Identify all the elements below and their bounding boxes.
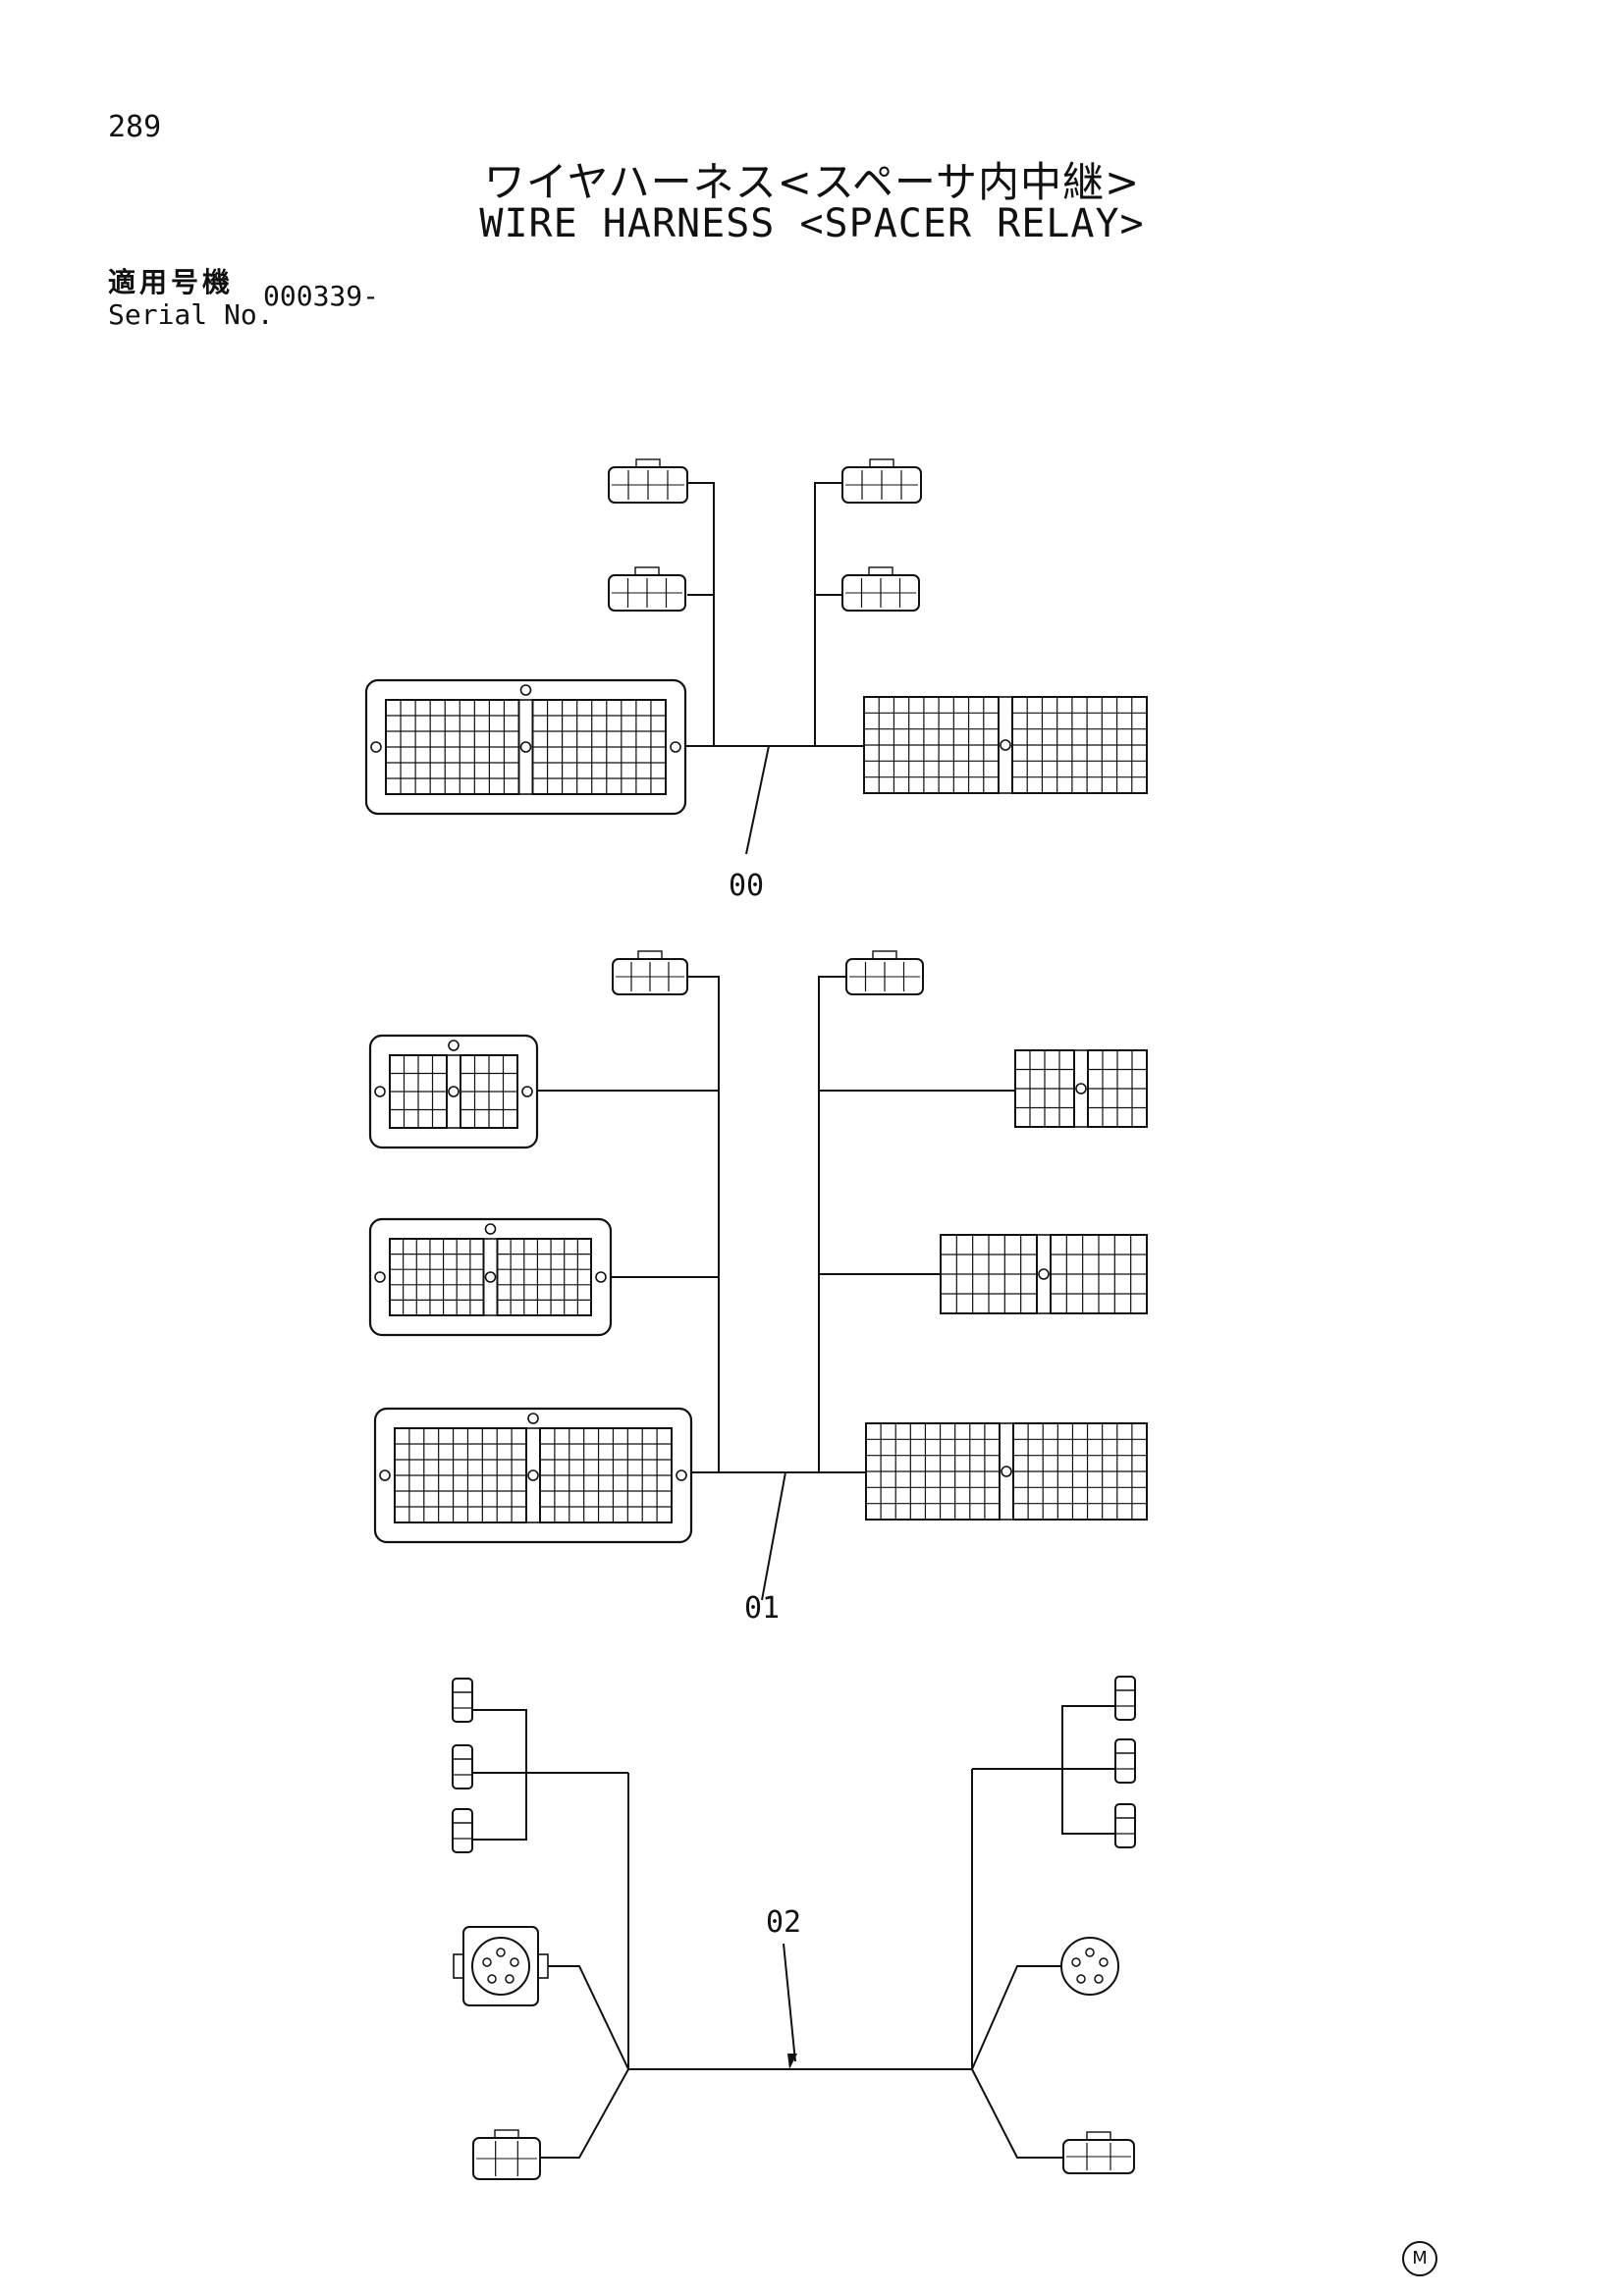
harness-00-right-branch: [814, 482, 842, 746]
harness-01-left-branch: [687, 976, 720, 1472]
harness-01-right-branch: [818, 976, 846, 1472]
framed-multi-pin-connector: [368, 1034, 539, 1149]
wire: [548, 1965, 629, 2070]
small-connector: [608, 566, 686, 612]
wire: [971, 2068, 1063, 2159]
round-connector: [1060, 1937, 1119, 1996]
arrowhead-icon: [787, 2054, 797, 2069]
callout-leader-00: [745, 745, 770, 855]
multi-pin-connector: [1014, 1049, 1148, 1128]
multi-pin-connector: [940, 1234, 1148, 1314]
side-connector: [1114, 1676, 1136, 1721]
small-connector: [845, 950, 924, 995]
small-connector: [841, 458, 922, 504]
callout-label-00: 00: [729, 869, 764, 903]
serial-label-english: Serial No.: [108, 298, 274, 331]
wire: [540, 2068, 629, 2159]
framed-multi-pin-connector: [368, 1217, 613, 1337]
small-connector: [841, 566, 920, 612]
side-connector: [452, 1808, 473, 1853]
multi-pin-connector: [865, 1422, 1148, 1521]
small-connector: [612, 950, 688, 995]
serial-label-japanese: 適用号機: [108, 266, 235, 298]
side-connector: [1114, 1738, 1136, 1784]
wire: [971, 1965, 1060, 2070]
serial-number-value: 000339-: [263, 280, 380, 312]
small-connector: [472, 2129, 541, 2180]
harness-parts: [364, 458, 1148, 2180]
page-number: 289: [108, 110, 162, 144]
callout-label-02: 02: [766, 1905, 801, 1940]
callout-leader-01: [761, 1471, 786, 1601]
side-connector: [452, 1744, 473, 1789]
side-connector: [1114, 1803, 1136, 1848]
harness-02-left-cluster: [472, 1709, 527, 1841]
framed-multi-pin-connector: [373, 1407, 693, 1544]
round-connector: [453, 1926, 549, 2006]
small-connector: [608, 458, 688, 504]
side-connector: [452, 1678, 473, 1723]
small-connector: [1062, 2131, 1135, 2174]
title-japanese: ワイヤハーネス<スペーサ内中継>: [483, 158, 1141, 206]
title-english: WIRE HARNESS <SPACER RELAY>: [479, 201, 1145, 246]
callout-label-01: 01: [744, 1591, 780, 1626]
multi-pin-connector: [863, 696, 1148, 794]
m-mark-icon: M: [1402, 2241, 1437, 2276]
framed-multi-pin-connector: [364, 678, 687, 816]
harness-00-left-branch: [687, 482, 715, 746]
callout-leader-02: [783, 1943, 796, 2062]
